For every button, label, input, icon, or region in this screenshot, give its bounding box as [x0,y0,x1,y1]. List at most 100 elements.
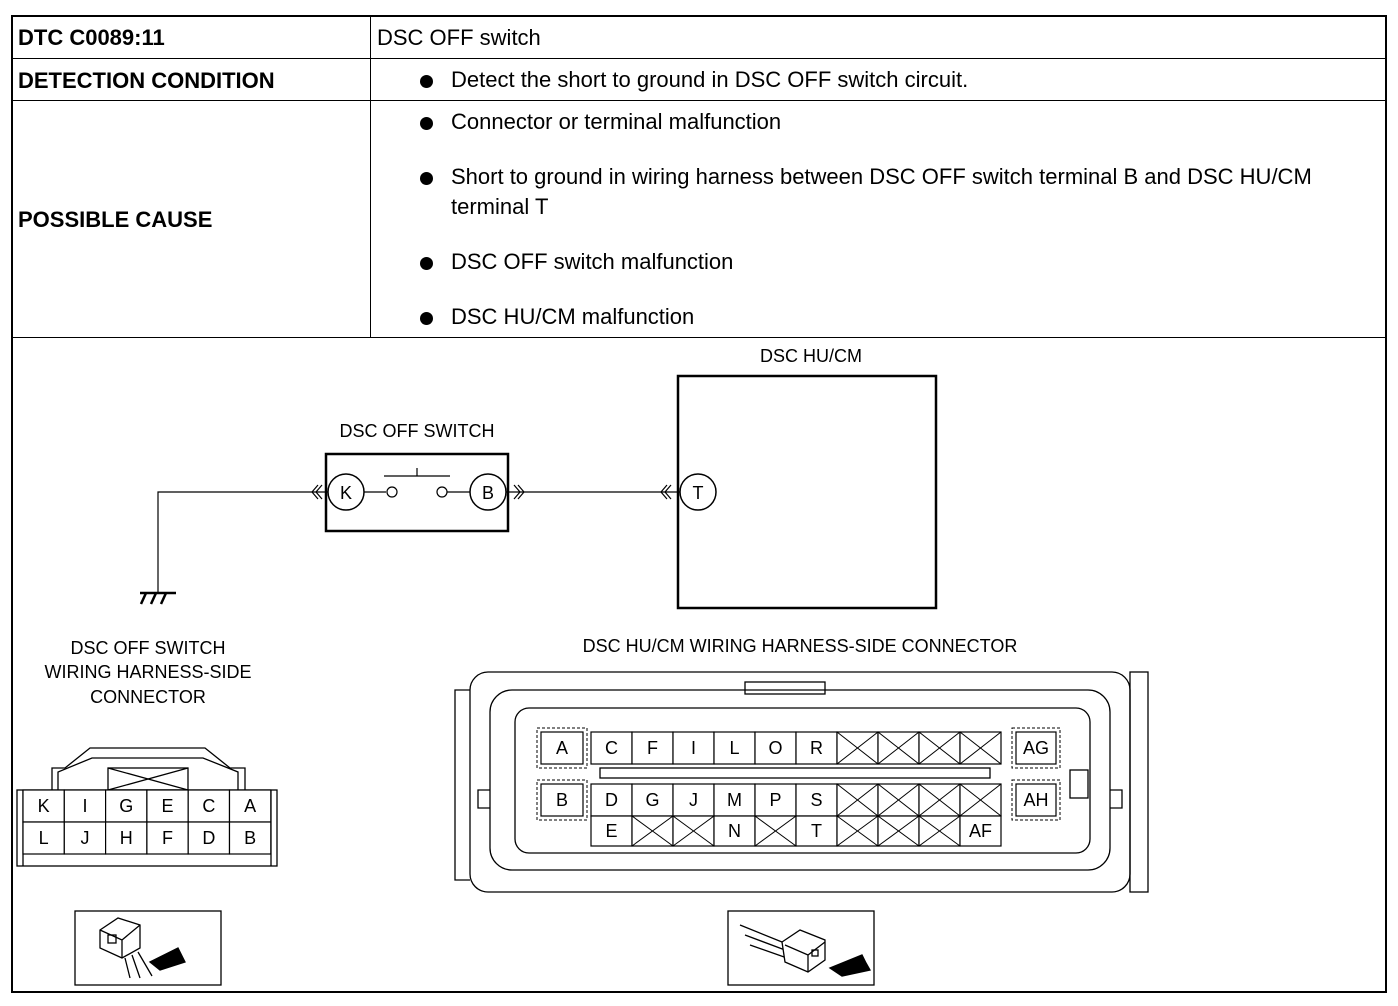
possible-cause-label: POSSIBLE CAUSE [18,207,213,232]
cause-item: DSC HU/CM malfunction [451,304,695,329]
svg-text:L: L [39,828,49,848]
svg-text:E: E [605,821,617,841]
connector-cell [836,731,879,765]
connector-cell: G [104,789,148,823]
svg-text:G: G [645,790,659,810]
hucm-title: DSC HU/CM [760,346,862,366]
switch-terminal-label: K [340,483,352,503]
connector-cell: C [187,789,231,823]
cause-item: DSC OFF switch malfunction [451,249,734,274]
connector-cell: F [146,821,189,855]
connector-cell: J [672,783,715,817]
connector-cell [918,783,961,817]
svg-text:F: F [162,828,173,848]
connector-cell [631,815,674,847]
connector-view-icon [74,910,222,986]
svg-text:J: J [80,828,89,848]
connector-cell: O [754,731,797,765]
connector-cell: J [63,821,107,855]
connector-cell: I [672,731,715,765]
svg-text:H: H [120,828,133,848]
svg-text:L: L [729,738,739,758]
connector-cell: H [104,821,148,855]
dtc-value: DSC OFF switch [377,25,541,50]
connector-cell: S [795,783,838,817]
connector-view-icon [727,910,875,986]
svg-text:AF: AF [969,821,992,841]
switch-connector-title: CONNECTOR [90,687,206,707]
connector-cell [918,731,961,765]
detection-condition-label: DETECTION CONDITION [18,68,275,93]
row-divider [11,58,1387,59]
connector-cell: E [146,789,189,823]
detection-item: Detect the short to ground in DSC OFF sw… [451,67,969,92]
connector-cell: I [63,789,107,823]
connector-cell [877,731,920,765]
svg-text:F: F [647,738,658,758]
hucm-connector-outline [454,671,1149,893]
connector-cell: T [795,815,838,847]
svg-text:S: S [810,790,822,810]
connector-cell [672,815,715,847]
connector-cell: B [536,779,588,821]
bullet-icon [420,172,433,185]
svg-text:O: O [768,738,782,758]
svg-text:G: G [119,796,133,816]
svg-text:J: J [689,790,698,810]
switch-terminal-label: B [482,483,494,503]
svg-text:B: B [556,790,568,810]
connector-cell: D [590,783,633,817]
connector-cell: F [631,731,674,765]
document-frame [11,15,1387,993]
switch-contact-icon [364,468,470,498]
hucm-connector-title: DSC HU/CM WIRING HARNESS-SIDE CONNECTOR [583,636,1018,656]
connector-cell: A [536,727,588,769]
bullet-icon [420,117,433,130]
connector-cell: A [228,789,272,823]
svg-text:N: N [728,821,741,841]
connector-cell: E [590,815,633,847]
connector-cell [877,783,920,817]
svg-text:AG: AG [1023,738,1049,758]
bullet-icon [420,312,433,325]
row-divider [11,337,1387,338]
svg-text:M: M [727,790,742,810]
svg-text:B: B [244,828,256,848]
connector-cell [836,783,879,817]
switch-connector-title: WIRING HARNESS-SIDE [44,662,251,682]
connector-cell: R [795,731,838,765]
connector-cell: L [713,731,756,765]
connector-cell: K [22,789,65,823]
connector-cell [918,815,961,847]
svg-text:AH: AH [1023,790,1048,810]
connector-cell: P [754,783,797,817]
row-divider [11,100,1387,101]
connector-cell: D [187,821,231,855]
svg-text:A: A [556,738,568,758]
svg-text:K: K [38,796,50,816]
bullet-icon [420,257,433,270]
connector-cell: N [713,815,756,847]
connector-cell: AH [1011,779,1061,821]
connector-cell: B [228,821,272,855]
connector-cell: AG [1011,727,1061,769]
connector-cell: C [590,731,633,765]
wire [157,491,680,592]
hucm-terminal-label: T [693,483,704,503]
cause-item: Short to ground in wiring harness betwee… [451,164,1312,219]
dtc-label: DTC C0089:11 [18,25,165,50]
svg-text:E: E [162,796,174,816]
connector-cell [877,815,920,847]
connector-cell: L [22,821,65,855]
svg-text:R: R [810,738,823,758]
svg-text:C: C [202,796,215,816]
connector-cell: G [631,783,674,817]
connector-cell [959,731,1002,765]
switch-connector-title: DSC OFF SWITCH [71,638,226,658]
cause-item: Connector or terminal malfunction [451,109,782,134]
svg-text:P: P [769,790,781,810]
bullet-icon [420,75,433,88]
